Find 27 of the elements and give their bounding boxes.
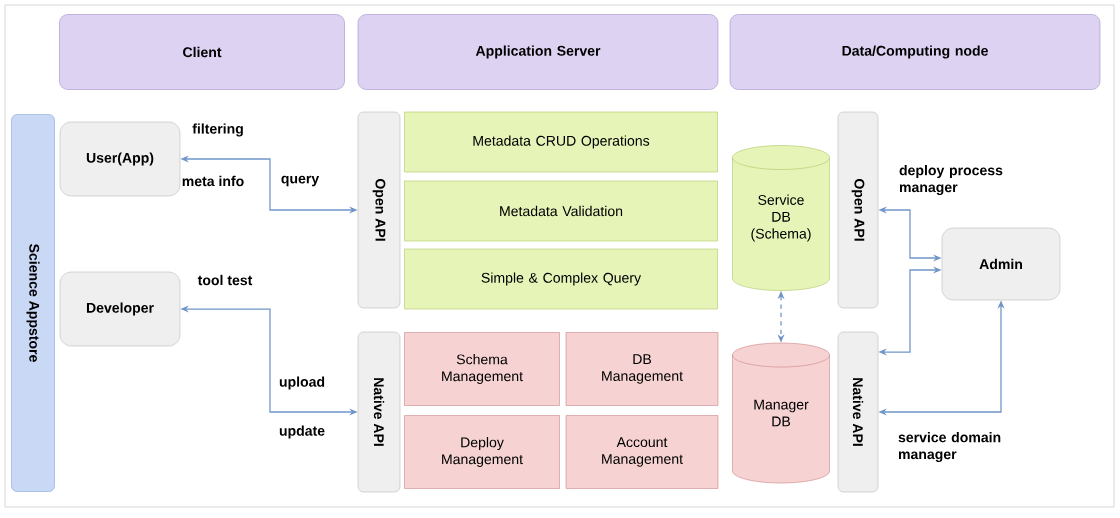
module-box: Metadata CRUD Operations bbox=[404, 111, 718, 173]
database-cylinder: Service DB (Schema) bbox=[732, 145, 830, 291]
annotation-text: deploy process manager bbox=[899, 165, 1003, 195]
database-cylinder: Manager DB bbox=[732, 342, 830, 484]
header-box: Application Server bbox=[357, 14, 719, 90]
api-box: Native API bbox=[837, 331, 879, 493]
actor-box: User(App) bbox=[59, 121, 181, 197]
module-box: DB Management bbox=[565, 332, 719, 406]
actor-box: Admin bbox=[941, 227, 1061, 301]
module-box: Simple & Complex Query bbox=[404, 248, 718, 310]
header-box: Data/Computing node bbox=[729, 14, 1101, 90]
header-box: Client bbox=[59, 14, 345, 90]
api-box: Native API bbox=[357, 331, 401, 493]
module-box: Metadata Validation bbox=[404, 180, 718, 242]
annotation-text: query bbox=[281, 175, 320, 187]
annotation-text: service domain manager bbox=[898, 432, 1001, 462]
module-box: Schema Management bbox=[404, 332, 560, 406]
annotation-text: upload bbox=[279, 376, 325, 390]
module-box: Deploy Management bbox=[404, 415, 560, 489]
annotation-text: update bbox=[279, 425, 325, 439]
module-box: Account Management bbox=[565, 415, 719, 489]
annotation-text: tool test bbox=[197, 274, 253, 286]
api-box: Open API bbox=[357, 111, 401, 309]
sidebar-box: Science Appstore bbox=[11, 114, 55, 492]
api-box: Open API bbox=[837, 111, 879, 309]
annotation-text: filtering bbox=[192, 123, 243, 137]
actor-box: Developer bbox=[59, 271, 181, 347]
